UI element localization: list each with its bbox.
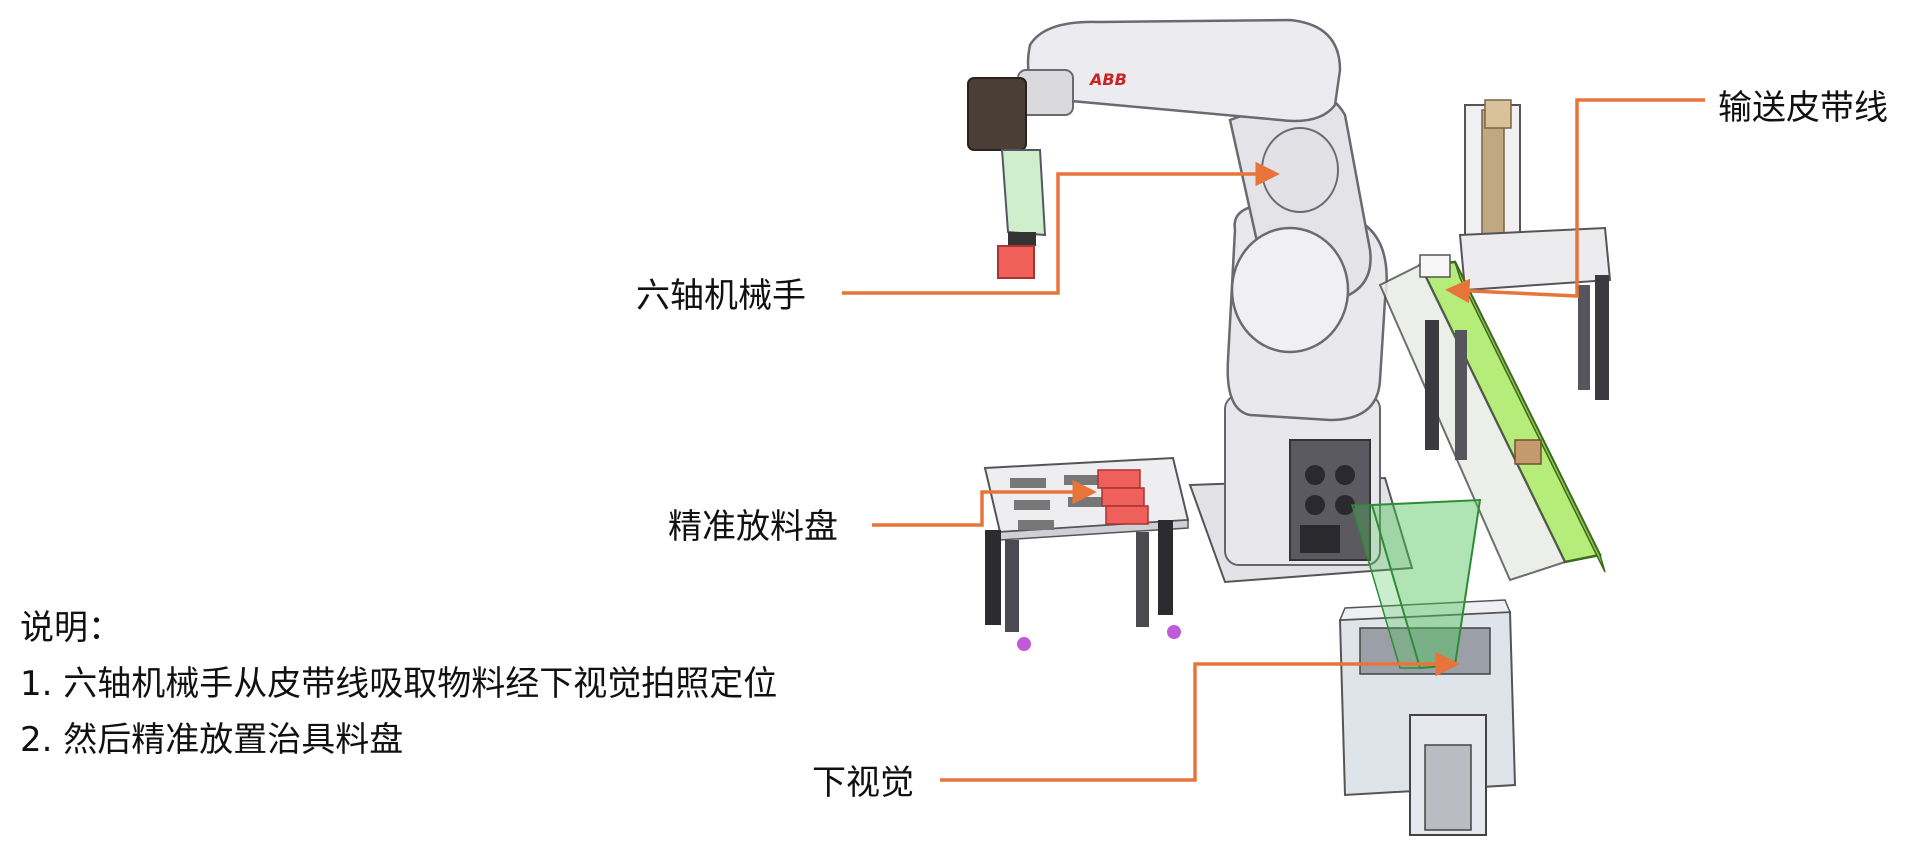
parts-on-tray <box>1097 469 1149 525</box>
tray-callout-arrow <box>872 479 1097 527</box>
conveyor-callout-arrow <box>1445 98 1705 304</box>
bottom-vision-unit <box>1338 498 1517 836</box>
label-precision-tray: 精准放料盘 <box>668 507 838 547</box>
label-conveyor-belt: 输送皮带线 <box>1718 88 1888 128</box>
label-bottom-vision: 下视觉 <box>812 763 914 803</box>
description-notes: 说明： 1. 六轴机械手从皮带线吸取物料经下视觉拍照定位 2. 然后精准放置治具… <box>20 600 777 768</box>
notes-line-1: 1. 六轴机械手从皮带线吸取物料经下视觉拍照定位 <box>20 664 778 704</box>
robot-base <box>1188 394 1414 584</box>
notes-line-2: 2. 然后精准放置治具料盘 <box>20 720 404 760</box>
notes-title: 说明： <box>20 608 122 648</box>
precision-tray-table <box>983 456 1190 651</box>
six-axis-robot: ABB <box>967 18 1388 422</box>
robot-callout-arrow <box>842 161 1280 295</box>
vision-callout-arrow <box>940 651 1460 782</box>
label-six-axis-robot: 六轴机械手 <box>636 276 806 316</box>
callout-arrows <box>842 98 1705 782</box>
conveyor-belt <box>1378 99 1612 582</box>
suction-gripper <box>997 149 1047 279</box>
abb-logo: ABB <box>1088 70 1127 89</box>
